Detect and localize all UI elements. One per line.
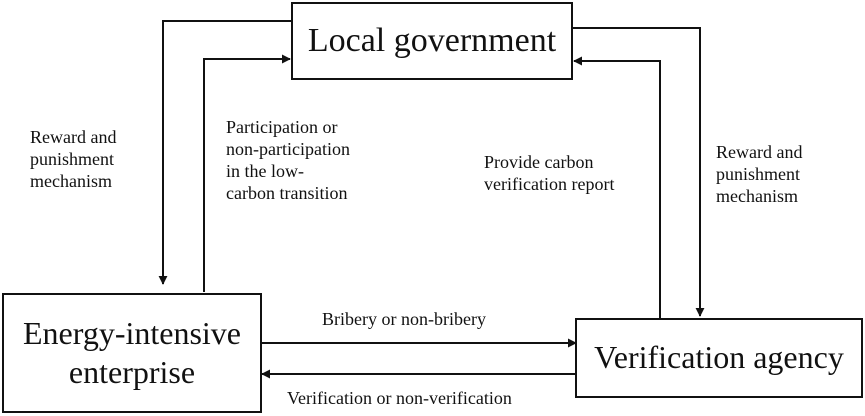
edge-label-enterprise-to-agency: Bribery or non-bribery [322, 309, 486, 331]
edge-label-line: in the low- [226, 160, 304, 181]
edge-label-line: carbon transition [226, 182, 348, 203]
edge-label-line: Participation or [226, 117, 338, 137]
node-local-government-label: Local government [307, 22, 557, 60]
edge-label-agency-to-gov: Provide carbon verification report [484, 152, 614, 196]
edge-label-enterprise-to-gov: Participation or non-participation in th… [226, 117, 350, 205]
arrow-gov-to-enterprise [158, 20, 292, 285]
edge-label-line: non-participation [226, 138, 350, 159]
edge-label-line: Reward and [716, 142, 803, 162]
arrow-agency-to-gov [573, 56, 661, 318]
edge-label-line: Bribery or non-bribery [322, 309, 486, 329]
node-enterprise-label-line2: enterprise [68, 354, 196, 390]
node-verification-agency-label: Verification agency [594, 339, 844, 376]
node-energy-intensive-enterprise: Energy-intensive enterprise [2, 293, 262, 413]
edge-label-line: mechanism [30, 170, 112, 191]
edge-label-gov-to-agency: Reward and punishment mechanism [716, 142, 802, 208]
edge-label-line: Reward and [30, 127, 117, 147]
edge-label-line: punishment [716, 163, 800, 184]
edge-label-line: verification report [484, 173, 615, 194]
arrow-enterprise-to-gov [203, 54, 291, 292]
node-verification-agency: Verification agency [575, 318, 863, 398]
node-enterprise-label-line1: Energy-intensive [22, 314, 241, 351]
edge-label-gov-to-enterprise: Reward and punishment mechanism [30, 127, 116, 193]
edge-label-line: Verification or non-verification [287, 388, 512, 408]
edge-label-line: mechanism [716, 185, 798, 206]
arrow-gov-to-agency [572, 27, 705, 317]
edge-label-line: punishment [30, 148, 114, 169]
node-local-government: Local government [291, 2, 573, 80]
edge-label-agency-to-enterprise: Verification or non-verification [287, 388, 512, 410]
edge-label-line: Provide carbon [484, 152, 594, 172]
